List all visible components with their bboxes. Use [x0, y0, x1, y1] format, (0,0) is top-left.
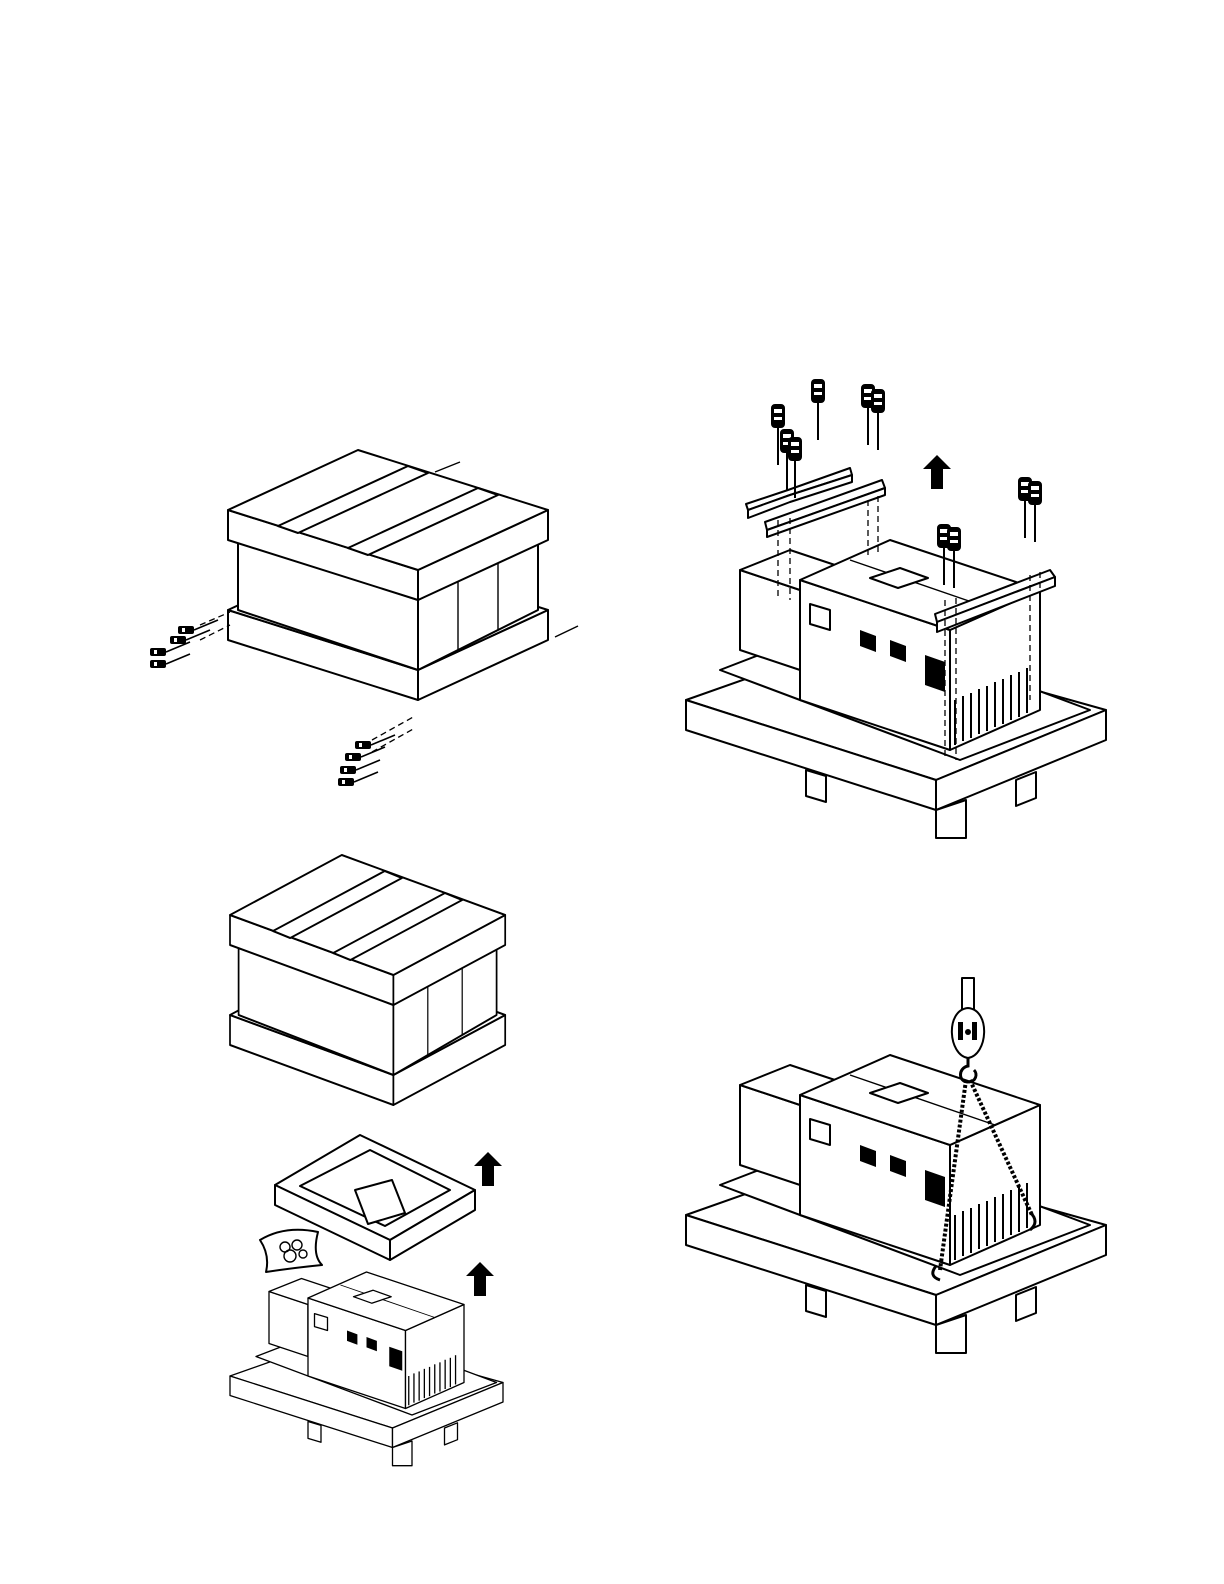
- parts-bag-icon: [260, 1230, 322, 1272]
- drive-on-pallet-icon: [230, 1272, 503, 1466]
- hoist-hook-icon: [952, 978, 984, 1082]
- lift-arrow-icon: [466, 1152, 502, 1296]
- figure-crate-remove-bolts: [150, 450, 578, 786]
- crated-drive-icon: [230, 855, 505, 1105]
- crated-drive-icon: [228, 450, 548, 700]
- figure-crate-closed: [230, 855, 505, 1105]
- figure-hoist-with-chains: [686, 978, 1106, 1353]
- figure-remove-brackets-lift: [686, 380, 1106, 838]
- bolt-icon: [338, 716, 415, 786]
- drive-on-pallet-icon: [686, 1055, 1106, 1353]
- lift-arrow-icon: [923, 455, 951, 489]
- bolt-icon: [150, 612, 230, 668]
- figure-remove-lid-and-parts: [230, 1135, 503, 1466]
